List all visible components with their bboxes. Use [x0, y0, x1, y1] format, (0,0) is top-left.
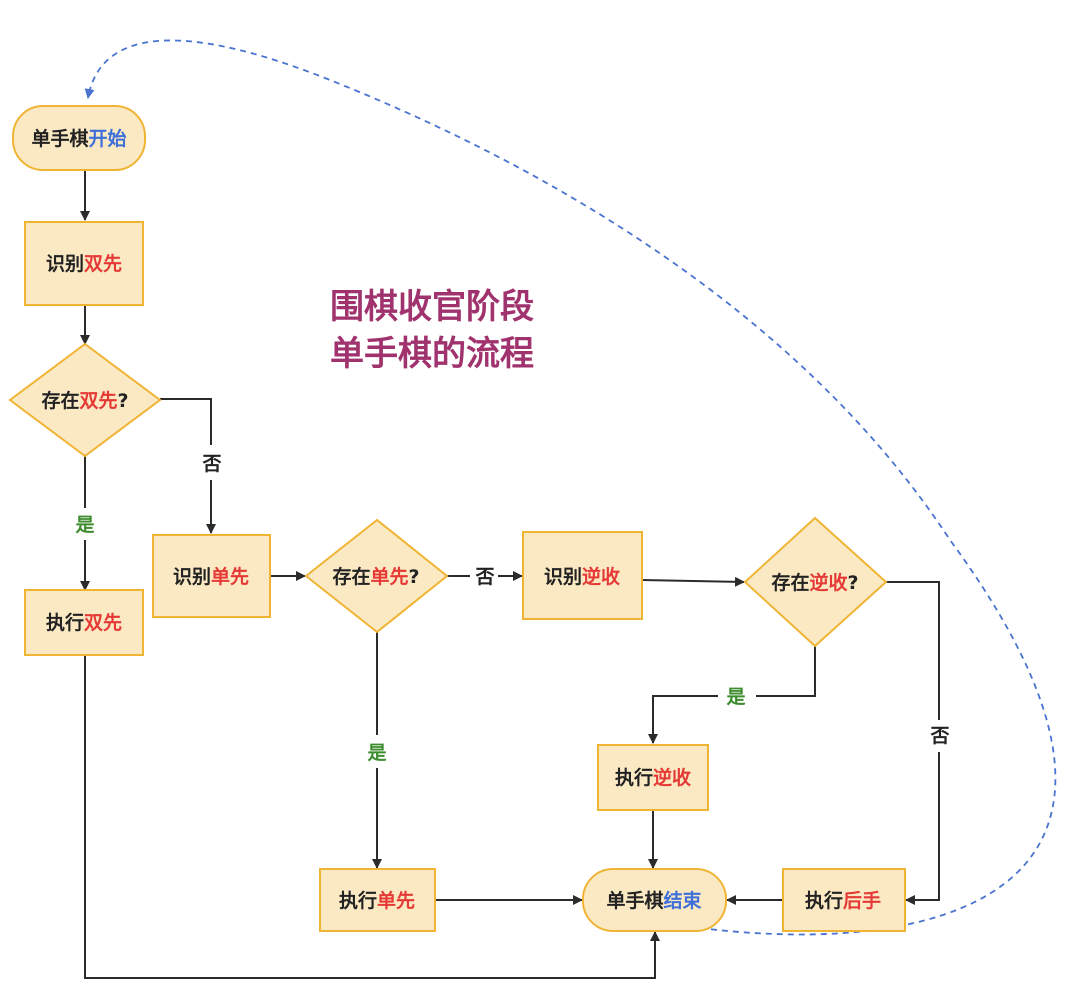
- node-has-ns: [743, 516, 888, 648]
- edge-label-ds-no: 否: [474, 566, 494, 588]
- label-identify-ds: 识别单先: [173, 565, 249, 588]
- loop-back-edge: [84, 39, 1057, 936]
- edge-label-ss-no: 否: [201, 453, 221, 475]
- label-has-ns: 存在逆收?: [771, 571, 858, 594]
- node-identify-ns: [522, 531, 643, 620]
- label-identify-ss: 识别双先: [46, 252, 122, 275]
- node-start: [12, 105, 146, 171]
- node-identify-ss: [24, 221, 144, 306]
- label-has-ds: 存在单先?: [332, 565, 419, 588]
- label-exec-ds: 执行单先: [339, 889, 415, 912]
- edge-label-ss-yes: 是: [75, 514, 94, 536]
- edge-label-ds-yes: 是: [367, 742, 386, 764]
- label-identify-ns: 识别逆收: [544, 565, 620, 588]
- edge-label-ns-no: 否: [929, 725, 949, 747]
- node-exec-ns: [597, 744, 709, 811]
- edge-has-ss-no: [160, 398, 211, 533]
- node-identify-ds: [152, 534, 271, 618]
- node-end: [582, 868, 727, 932]
- label-end: 单手棋结束: [606, 889, 702, 912]
- edge-label-ns-yes: 是: [726, 686, 745, 708]
- edge-has-ns-no: [886, 581, 940, 900]
- label-has-ss: 存在双先?: [41, 389, 128, 412]
- node-has-ds: [304, 518, 449, 634]
- node-exec-ds: [319, 868, 436, 932]
- label-exec-hs: 执行后手: [805, 889, 881, 912]
- diagram-title-line1: 围棋收官阶段: [330, 287, 534, 327]
- node-has-ss: [8, 342, 162, 458]
- label-exec-ss: 执行双先: [46, 611, 122, 634]
- label-start: 单手棋开始: [31, 127, 126, 150]
- node-exec-ss: [24, 589, 144, 656]
- node-exec-hs: [782, 868, 906, 932]
- label-exec-ns: 执行逆收: [615, 766, 691, 789]
- diagram-title-line2: 单手棋的流程: [330, 334, 534, 374]
- edge-identify-ns-to-has-ns: [641, 576, 745, 587]
- edge-has-ns-yes: [653, 645, 816, 743]
- edge-exec-ss-to-end: [84, 655, 660, 979]
